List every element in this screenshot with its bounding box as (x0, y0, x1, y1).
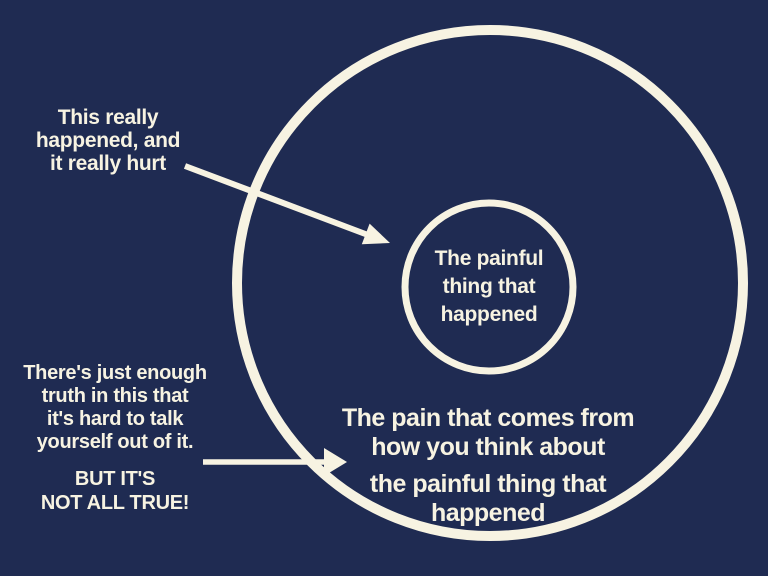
annotation-line: This really (57, 106, 159, 129)
outer-circle (232, 25, 748, 541)
outer-label-paragraph: The pain that comes from how you think a… (336, 404, 640, 462)
annotation-line: yourself out of it. (36, 431, 194, 453)
inner-circle (401, 199, 577, 375)
label-line: the painful thing that (369, 470, 607, 498)
annotation-line: truth in this that (41, 385, 189, 407)
inner-circle-label: The painful thing that happened (407, 245, 571, 329)
outer-circle-label: The pain that comes from how you think a… (336, 404, 640, 528)
annotation-line: NOT ALL TRUE! (40, 492, 190, 514)
arrow-to-inner-circle-icon (183, 163, 390, 245)
outer-label-paragraph: the painful thing that happened (336, 470, 640, 528)
annotation-line: There's just enough (23, 362, 207, 384)
annotation-line: it really hurt (50, 152, 166, 175)
label-line: The painful (434, 247, 544, 270)
label-line: happened (440, 303, 538, 326)
annotation-line: it's hard to talk (46, 408, 184, 430)
annotation-really-happened: This really happened, and it really hurt (20, 106, 196, 175)
arrow-to-outer-circle-icon (203, 448, 347, 476)
annotation-line: happened, and (35, 129, 181, 152)
label-line: happened (430, 499, 546, 527)
annotation-emphasis: BUT IT'S NOT ALL TRUE! (22, 467, 208, 515)
annotation-line: BUT IT'S (74, 468, 156, 490)
annotation-just-enough-truth: There's just enough truth in this that i… (22, 362, 208, 515)
label-line: how you think about (371, 433, 605, 461)
label-line: thing that (442, 275, 536, 298)
label-line: The pain that comes from (341, 404, 635, 432)
